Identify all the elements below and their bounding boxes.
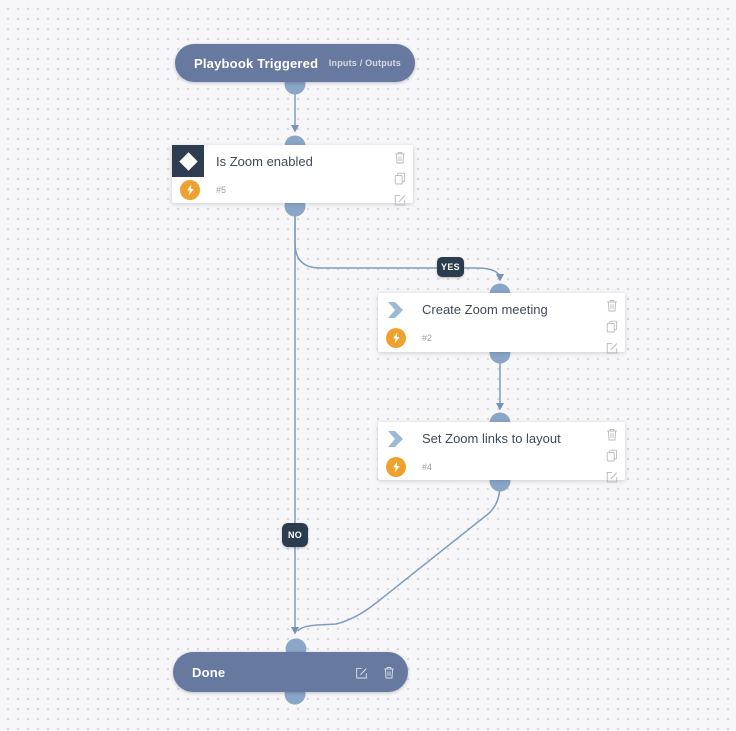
copy-task-icon[interactable] bbox=[606, 449, 618, 462]
delete-task-icon[interactable] bbox=[394, 151, 406, 164]
delete-task-icon[interactable] bbox=[606, 428, 618, 441]
playbook-task-chevron-icon bbox=[388, 302, 403, 318]
delete-task-icon[interactable] bbox=[383, 666, 395, 679]
copy-task-icon[interactable] bbox=[394, 172, 406, 185]
branch-label-no: NO bbox=[282, 523, 308, 547]
copy-task-icon[interactable] bbox=[606, 320, 618, 333]
task-node-title: Set Zoom links to layout bbox=[422, 431, 561, 446]
edit-task-icon[interactable] bbox=[606, 341, 618, 354]
inputs-outputs-link[interactable]: Inputs / Outputs bbox=[328, 58, 401, 68]
start-node-title: Playbook Triggered bbox=[194, 55, 319, 71]
start-node-playbook-triggered[interactable]: Playbook Triggered Inputs / Outputs bbox=[175, 44, 415, 82]
task-id: #5 bbox=[216, 185, 227, 195]
edit-task-icon[interactable] bbox=[355, 666, 368, 679]
edit-task-icon[interactable] bbox=[394, 193, 406, 206]
condition-icon bbox=[172, 145, 204, 177]
lightning-icon bbox=[392, 461, 400, 473]
edit-task-icon[interactable] bbox=[606, 470, 618, 483]
lightning-icon bbox=[186, 184, 194, 196]
lightning-icon bbox=[392, 332, 400, 344]
diamond-icon bbox=[178, 151, 198, 171]
condition-node-title: Is Zoom enabled bbox=[216, 154, 313, 169]
automation-badge bbox=[386, 328, 406, 348]
end-node-title: Done bbox=[192, 664, 226, 680]
task-id: #2 bbox=[422, 333, 433, 343]
automation-badge bbox=[386, 457, 406, 477]
task-node-set-zoom-links-to-layout[interactable]: Set Zoom links to layout #4 bbox=[378, 422, 625, 483]
task-node-create-zoom-meeting[interactable]: Create Zoom meeting #2 bbox=[378, 293, 625, 354]
playbook-task-chevron-icon bbox=[388, 431, 403, 447]
end-node-done[interactable]: Done bbox=[173, 652, 408, 692]
automation-badge bbox=[180, 180, 200, 200]
branch-label-yes: YES bbox=[437, 257, 464, 277]
task-id: #4 bbox=[422, 462, 433, 472]
edge-yes-branch bbox=[294, 210, 504, 282]
task-node-title: Create Zoom meeting bbox=[422, 302, 548, 317]
condition-node-is-zoom-enabled[interactable]: Is Zoom enabled #5 bbox=[172, 145, 413, 206]
delete-task-icon[interactable] bbox=[606, 299, 618, 312]
edge-set-to-done bbox=[297, 483, 501, 632]
